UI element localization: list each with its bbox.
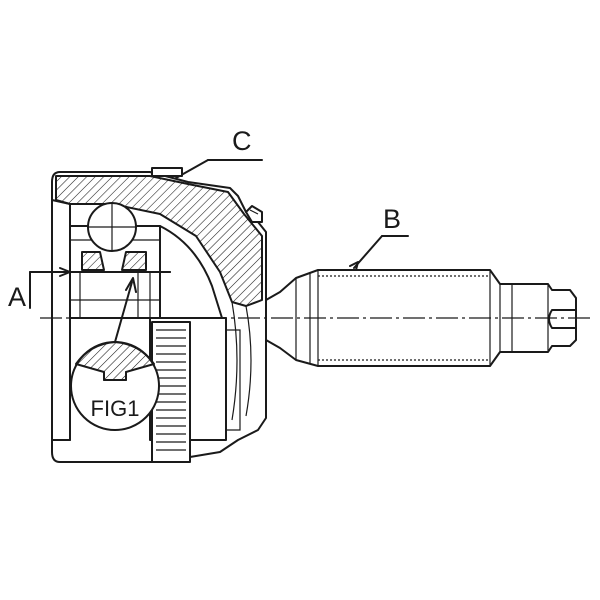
label-b: B <box>383 204 401 234</box>
leader-c: C <box>151 126 263 179</box>
dimension-a: A <box>8 267 171 312</box>
fig1-label: FIG1 <box>91 396 140 421</box>
leader-b: B <box>349 204 409 271</box>
splined-hub <box>149 317 241 463</box>
fig1-detail: FIG1 <box>70 277 160 431</box>
abs-teeth <box>156 329 186 451</box>
label-c: C <box>232 126 252 156</box>
label-a: A <box>8 282 26 312</box>
